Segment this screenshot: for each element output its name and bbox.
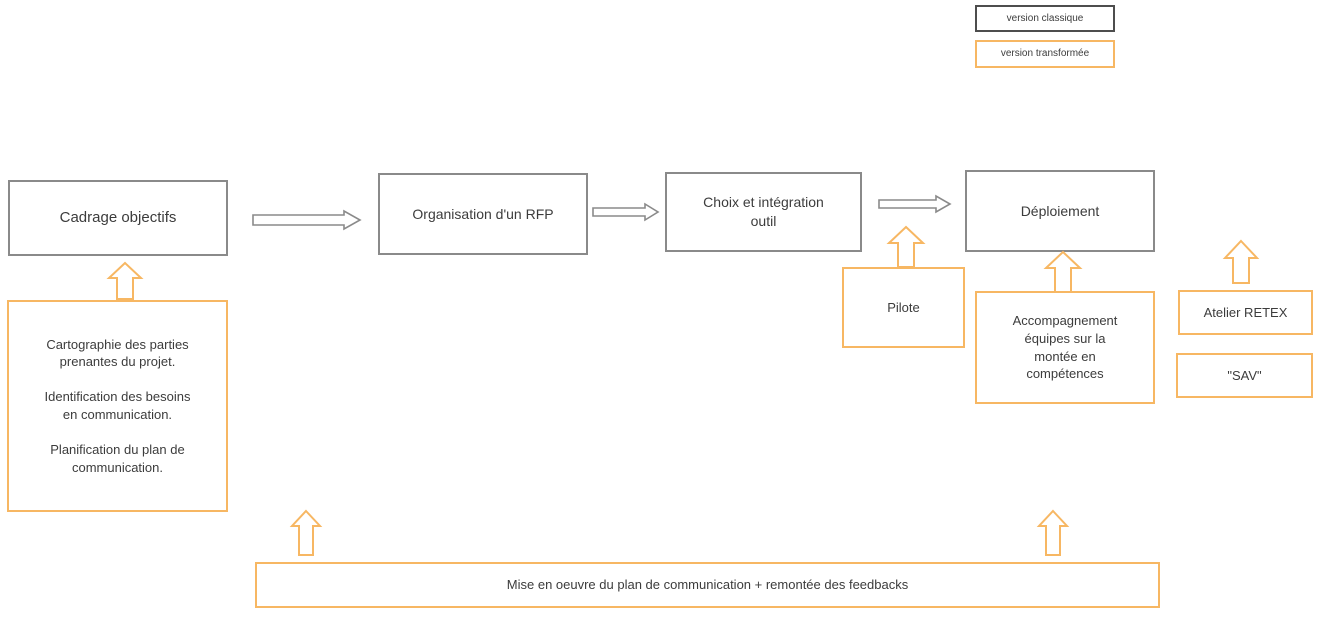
flow-node-label: Choix et intégration outil	[703, 194, 824, 229]
arrow-up-icon	[886, 225, 926, 268]
support-node-pilote: Pilote	[842, 267, 965, 348]
flow-node-label: Organisation d'un RFP	[412, 205, 554, 222]
support-node-label: Mise en oeuvre du plan de communication …	[506, 577, 909, 593]
flow-node-label: Déploiement	[1020, 202, 1100, 219]
legend-item-version-transformee: version transformée	[975, 40, 1115, 68]
arrow-up-icon	[106, 261, 144, 300]
legend-label-version-classique: version classique	[1006, 12, 1084, 24]
support-node-label: Cartographie des parties prenantes du pr…	[44, 336, 191, 475]
support-node-label: Atelier RETEX	[1203, 304, 1288, 320]
arrow-right-icon	[252, 209, 362, 231]
arrow-right-icon	[878, 194, 952, 214]
support-node-plan-communication: Cartographie des parties prenantes du pr…	[7, 300, 228, 512]
support-node-label: Pilote	[887, 299, 920, 315]
arrow-right-icon	[592, 202, 660, 222]
support-node-atelier-retex: Atelier RETEX	[1178, 290, 1313, 335]
arrow-up-icon	[1036, 509, 1070, 556]
flow-node-organisation-rfp: Organisation d'un RFP	[378, 173, 588, 255]
legend-item-version-classique: version classique	[975, 5, 1115, 32]
support-node-mise-en-oeuvre-plan-communication: Mise en oeuvre du plan de communication …	[255, 562, 1160, 608]
flow-node-cadrage-objectifs: Cadrage objectifs	[8, 180, 228, 256]
support-node-label: Accompagnement équipes sur la montée en …	[1012, 313, 1118, 382]
flow-node-choix-integration-outil: Choix et intégration outil	[665, 172, 862, 252]
arrow-up-icon	[1222, 239, 1260, 284]
flow-node-deploiement: Déploiement	[965, 170, 1155, 252]
support-node-sav: "SAV"	[1176, 353, 1313, 398]
arrow-up-icon	[1043, 250, 1083, 293]
legend-label-version-transformee: version transformée	[1000, 48, 1090, 60]
support-node-label: "SAV"	[1227, 367, 1262, 383]
arrow-up-icon	[289, 509, 323, 556]
support-node-accompagnement-equipes: Accompagnement équipes sur la montée en …	[975, 291, 1155, 404]
flow-node-label: Cadrage objectifs	[59, 208, 177, 226]
